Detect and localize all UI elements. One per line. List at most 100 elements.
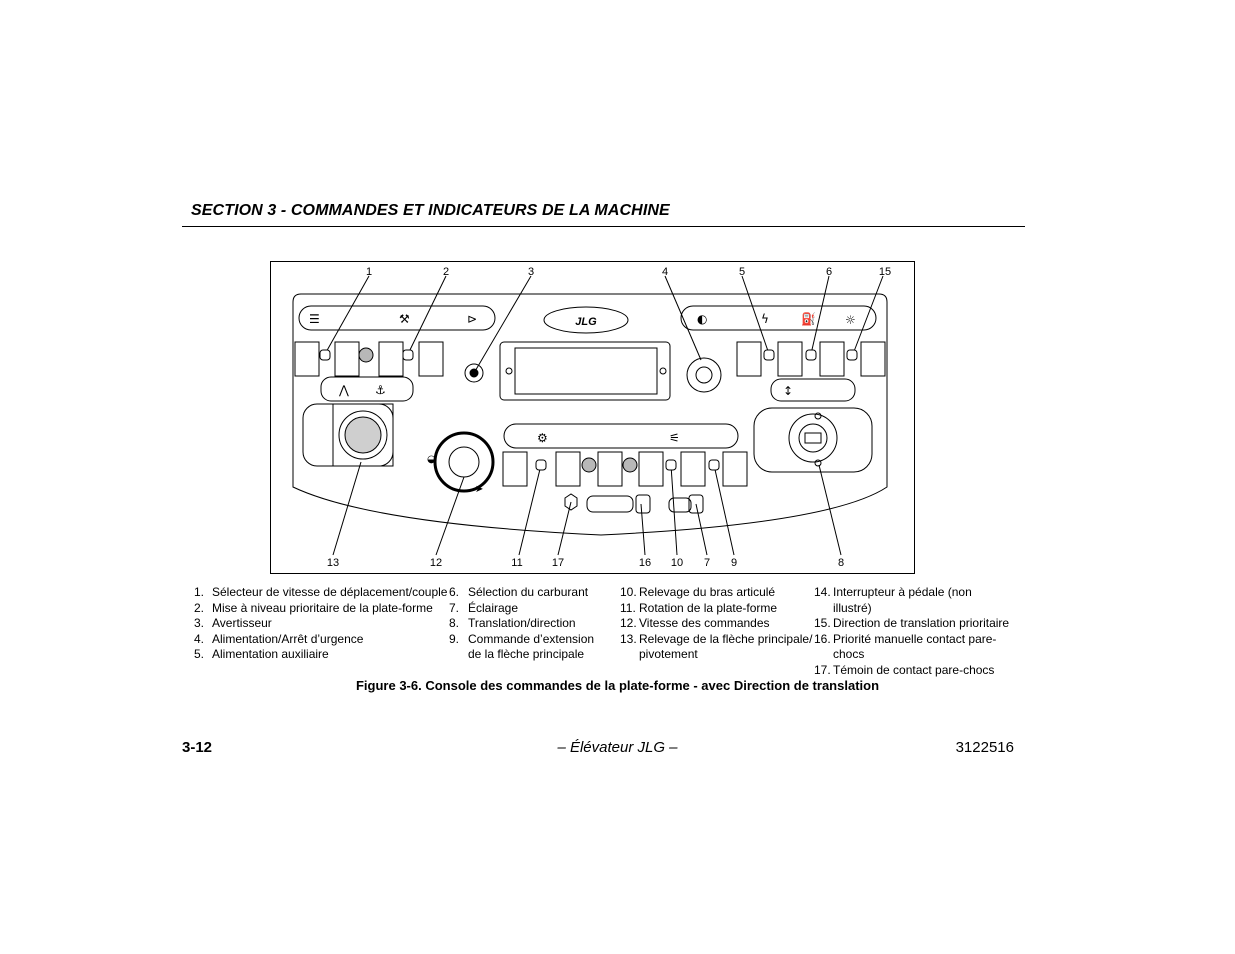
callout-number: 2 [443,266,449,278]
telescope-icon: ⚟ [669,431,680,445]
callout-number: 3 [528,266,534,278]
center-lower-label-panel [503,423,739,449]
legend-item-text: chocs [833,647,865,661]
callout-number: 10 [671,557,683,569]
speed-knob-dial [433,431,495,493]
section-title: SECTION 3 - COMMANDES ET INDICATEURS DE … [191,202,670,219]
right-joystick-boot [788,413,838,463]
indicator-light-2 [622,457,638,473]
switch-5 [736,341,762,377]
legend-item: 16.Priorité manuelle contact pare- [814,632,1009,648]
drive-steer-rocker [804,432,822,444]
legend-item: 10.Relevage du bras articulé [620,585,812,601]
toggle-15 [846,349,858,361]
figure-caption: Figure 3-6. Console des commandes de la … [355,678,880,693]
legend-item-text: Alimentation/Arrêt d’urgence [212,631,364,646]
legend-item-text: Relevage du bras articulé [639,585,776,599]
callout-number: 15 [879,266,891,278]
right-joystick-housing [753,407,873,473]
legend-item: 1.Sélecteur de vitesse de déplacement/co… [194,585,447,601]
emergency-stop-button [695,366,713,384]
lights-button [688,494,704,514]
console-panel [292,293,888,536]
right-small-label-panel [770,378,856,402]
lights-icon: ☼ [845,313,856,327]
bumper-indicator-light [564,493,578,511]
legend-item-number: 11. [620,600,636,615]
legend-item-text: pivotement [639,647,698,661]
legend-item: 13.Relevage de la flèche principale/ [620,632,812,648]
display-screen [499,341,671,401]
upper-right-label-panel [680,305,877,331]
legend-item-text: Relevage de la flèche principale/ [639,631,813,646]
bumper-override-label [586,495,634,513]
legend-item-number: 14. [814,585,831,599]
legend-column-1: 1.Sélecteur de vitesse de déplacement/co… [194,585,447,663]
battery-icon: ϟ [761,312,769,326]
legend-item-text: Translation/direction [468,616,576,630]
joystick-screw-bottom [814,459,822,467]
switch-1 [294,341,320,377]
jib-icon: ⋀ [338,383,349,397]
switch-14 [722,451,748,487]
legend-item: 12.Vitesse des commandes [620,616,812,632]
legend-item-text: Éclairage [468,600,519,615]
legend-item: illustré) [814,601,1009,617]
horn-button-outer [464,363,484,383]
legend-item-number: 2. [194,600,205,615]
rotate-icon: ⚓ [375,383,386,397]
legend-item-number: 4. [194,631,205,646]
legend-item: de la flèche principale [449,647,594,663]
legend-item-number: 12. [620,616,637,630]
legend-item-number: 10. [620,585,637,599]
legend-item-number [620,647,639,663]
switch-12 [638,451,664,487]
legend-item: 7.Éclairage [449,601,594,617]
legend-item-number: 17. [814,662,831,677]
legend-item: 15.Direction de translation prioritaire [814,616,1009,632]
callout-number: 17 [552,557,564,569]
horn-icon: ⊳ [467,312,477,326]
callout-number: 12 [430,557,442,569]
legend-item: 14.Interrupteur à pédale (non [814,585,1009,601]
toggle-9 [708,459,720,471]
display-screen-inner [514,347,658,395]
legend-item-text: de la flèche principale [468,647,585,661]
legend-item-number [814,647,833,663]
boom-lift-icon: ⚙ [537,431,548,445]
legend-item-text: Alimentation auxiliaire [212,647,329,661]
toggle-5 [763,349,775,361]
legend-item-number: 16. [814,631,831,646]
callout-number: 9 [731,557,737,569]
jlg-logo-oval [543,306,629,334]
page-number: 3-12 [182,739,213,756]
legend-item: 4. Alimentation/Arrêt d’urgence [194,632,447,648]
legend-item-text: Sélection du carburant [468,585,589,599]
switch-6 [777,341,803,377]
bumper-override-button [635,494,651,514]
callout-number: 1 [366,266,372,278]
display-screw-right [659,367,667,375]
toggle-10 [665,459,677,471]
joystick-screw-top [814,412,822,420]
upper-left-label-panel [298,305,496,331]
switch-4 [418,341,444,377]
left-joystick-plate [332,403,394,467]
callout-number: 11 [511,557,522,569]
toggle-2 [402,349,414,361]
toggle-11 [535,459,547,471]
callout-number: 16 [639,557,651,569]
callout-number: 4 [662,266,668,278]
switch-11 [597,451,623,487]
toggle-1 [319,349,331,361]
legend-item: 6. Sélection du carburant [449,585,594,601]
speed-torque-icon: ☰ [309,312,320,326]
legend-item-number: 13. [620,631,637,646]
legend-item-text: Témoin de contact pare-chocs [833,662,995,677]
legend-item-number: 6. [449,585,460,599]
left-joystick-boot [344,416,382,454]
right-joystick-inner [798,423,828,453]
indicator-light-1 [581,457,597,473]
legend-item-number: 1. [194,585,205,599]
